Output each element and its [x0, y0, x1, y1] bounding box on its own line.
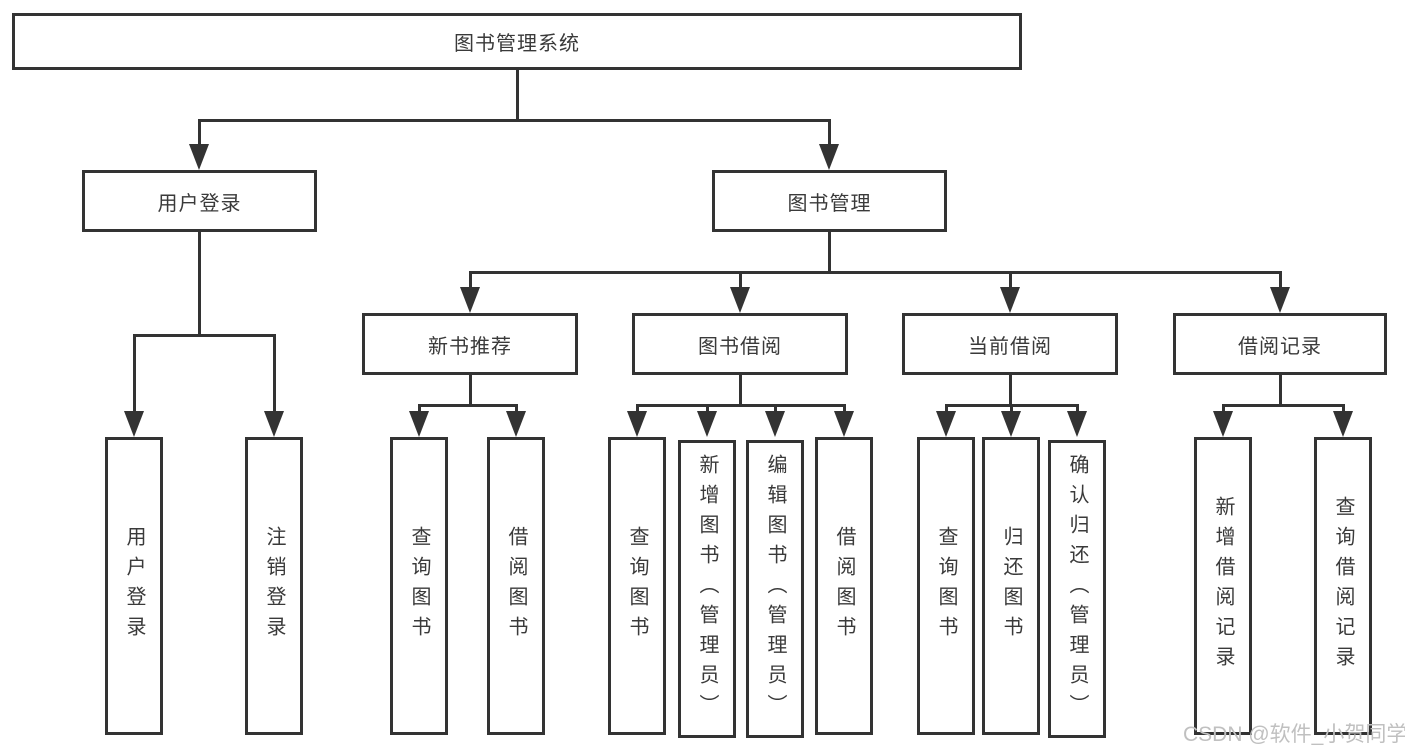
connector-horizontal — [132, 333, 276, 337]
arrow-down-icon — [506, 411, 526, 437]
arrow-down-icon — [765, 411, 785, 437]
leaf-return-books: 归还图书 — [982, 437, 1040, 735]
leaf-user-login: 用户登录 — [105, 437, 163, 735]
leaf-borrow-books-recommend: 借阅图书 — [487, 437, 545, 735]
leaf-borrow-books-borrowing-label: 借阅图书 — [833, 526, 855, 646]
connector-vertical — [1008, 375, 1012, 405]
connector-stem — [468, 270, 472, 291]
arrow-down-icon — [1270, 287, 1290, 313]
connector-vertical — [738, 375, 742, 405]
leaf-query-books-recommend: 查询图书 — [390, 437, 448, 735]
arrow-down-icon — [819, 144, 839, 170]
leaf-logout: 注销登录 — [245, 437, 303, 735]
leaf-query-borrow-record: 查询借阅记录 — [1314, 437, 1372, 735]
node-new-book-recommend-label: 新书推荐 — [428, 335, 512, 358]
leaf-add-borrow-record-label: 新增借阅记录 — [1212, 496, 1234, 676]
connector-stem — [635, 403, 639, 415]
leaf-return-books-label: 归还图书 — [1000, 526, 1022, 646]
connector-stem — [944, 403, 948, 415]
node-book-borrowing-label: 图书借阅 — [698, 335, 782, 358]
connector-horizontal — [468, 270, 1282, 274]
connector-stem — [1075, 403, 1079, 415]
connector-stem — [1009, 403, 1013, 415]
node-library-management-system: 图书管理系统 — [12, 13, 1022, 70]
watermark: CSDN @软件_小贺同学 — [1183, 723, 1405, 746]
connector-stem — [514, 403, 518, 415]
arrow-down-icon — [834, 411, 854, 437]
arrow-down-icon — [936, 411, 956, 437]
arrow-down-icon — [460, 287, 480, 313]
leaf-add-borrow-record: 新增借阅记录 — [1194, 437, 1252, 735]
leaf-borrow-books-recommend-label: 借阅图书 — [505, 526, 527, 646]
connector-vertical — [827, 232, 831, 272]
connector-stem — [1341, 403, 1345, 415]
node-book-management-label: 图书管理 — [787, 192, 872, 215]
connector-stem — [827, 118, 831, 148]
connector-stem — [272, 333, 276, 415]
connector-stem — [1008, 270, 1012, 291]
node-user-login: 用户登录 — [82, 170, 317, 232]
node-user-login-label: 用户登录 — [157, 192, 242, 215]
connector-horizontal — [1221, 403, 1345, 407]
node-current-borrowing-label: 当前借阅 — [968, 335, 1052, 358]
leaf-edit-books-admin: 编辑图书（管理员） — [746, 440, 804, 738]
connector-stem — [132, 333, 136, 415]
leaf-edit-books-admin-label: 编辑图书（管理员） — [764, 454, 786, 724]
connector-stem — [197, 118, 201, 148]
arrow-down-icon — [730, 287, 750, 313]
leaf-add-books-admin-label: 新增图书（管理员） — [696, 454, 718, 724]
connector-stem — [842, 403, 846, 415]
arrow-down-icon — [1067, 411, 1087, 437]
arrow-down-icon — [124, 411, 144, 437]
node-current-borrowing: 当前借阅 — [902, 313, 1118, 375]
leaf-logout-label: 注销登录 — [263, 526, 285, 646]
node-borrowing-records: 借阅记录 — [1173, 313, 1387, 375]
leaf-borrow-books-borrowing: 借阅图书 — [815, 437, 873, 735]
arrow-down-icon — [697, 411, 717, 437]
leaf-query-books-current-label: 查询图书 — [935, 526, 957, 646]
arrow-down-icon — [409, 411, 429, 437]
arrow-down-icon — [264, 411, 284, 437]
leaf-query-borrow-record-label: 查询借阅记录 — [1332, 496, 1354, 676]
leaf-query-books-current: 查询图书 — [917, 437, 975, 735]
connector-stem — [417, 403, 421, 415]
connector-vertical — [1278, 375, 1282, 405]
connector-vertical — [197, 232, 201, 335]
node-book-borrowing: 图书借阅 — [632, 313, 848, 375]
connector-stem — [773, 403, 777, 415]
leaf-user-login-label: 用户登录 — [123, 526, 145, 646]
connector-horizontal — [635, 403, 846, 407]
leaf-query-books-recommend-label: 查询图书 — [408, 526, 430, 646]
arrow-down-icon — [1000, 287, 1020, 313]
connector-stem — [1221, 403, 1225, 415]
node-new-book-recommend: 新书推荐 — [362, 313, 578, 375]
arrow-down-icon — [189, 144, 209, 170]
arrow-down-icon — [1213, 411, 1233, 437]
connector-vertical — [468, 375, 472, 405]
leaf-confirm-return-admin: 确认归还（管理员） — [1048, 440, 1106, 738]
node-borrowing-records-label: 借阅记录 — [1238, 335, 1322, 358]
connector-horizontal — [197, 118, 831, 122]
connector-stem — [705, 403, 709, 415]
connector-stem — [738, 270, 742, 291]
arrow-down-icon — [1001, 411, 1021, 437]
arrow-down-icon — [627, 411, 647, 437]
connector-vertical — [515, 70, 519, 120]
connector-stem — [1278, 270, 1282, 291]
leaf-confirm-return-admin-label: 确认归还（管理员） — [1066, 454, 1088, 724]
leaf-query-books-borrowing: 查询图书 — [608, 437, 666, 735]
connector-horizontal — [417, 403, 518, 407]
arrow-down-icon — [1333, 411, 1353, 437]
leaf-query-books-borrowing-label: 查询图书 — [626, 526, 648, 646]
node-book-management: 图书管理 — [712, 170, 947, 232]
node-library-management-system-label: 图书管理系统 — [454, 33, 580, 55]
leaf-add-books-admin: 新增图书（管理员） — [678, 440, 736, 738]
